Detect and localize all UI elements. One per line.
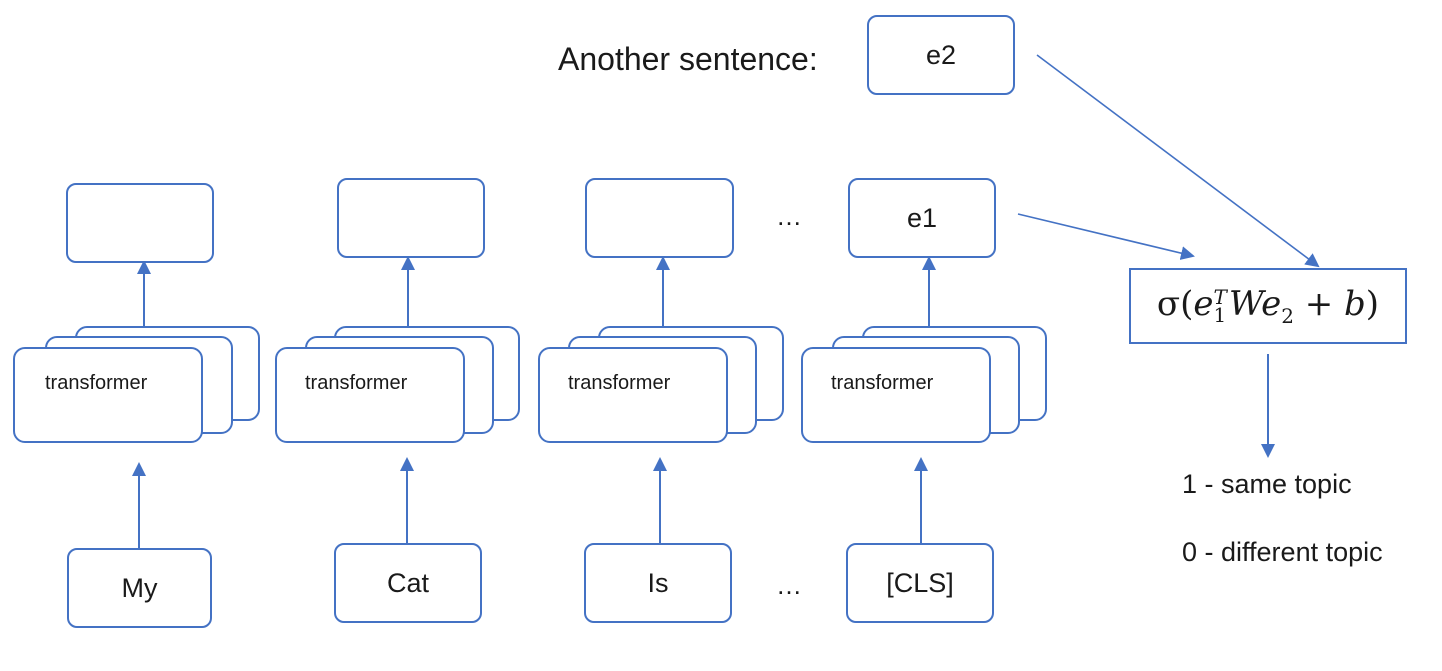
transformer-label-1: transformer [45,372,148,394]
transformer-label-2: transformer [305,372,408,394]
transformer-block-2: transformer [275,347,465,443]
ellipsis-top: … [776,201,802,231]
word-label-cls: [CLS] [886,567,954,598]
outcome-same-topic: 1 - same topic [1182,469,1352,499]
formula-close: ) [1365,284,1380,325]
formula-sub2: 2 [1281,303,1294,328]
embedding-label-e1: e1 [906,202,938,233]
formula-e1: e [1193,284,1214,325]
word-box-my: My [67,548,212,628]
outcome-different-topic: 0 - different topic [1182,537,1383,567]
output-box-2 [337,178,485,258]
word-label-my: My [121,572,158,603]
formula-w: W [1228,284,1262,325]
ellipsis-bottom: … [776,570,802,600]
transformer-label-4: transformer [831,372,934,394]
another-sentence-label: Another sentence: [558,41,818,77]
word-box-cat: Cat [334,543,482,623]
transformer-block-1: transformer [13,347,203,443]
transformer-block-3: transformer [538,347,728,443]
word-label-cat: Cat [386,567,430,598]
word-box-cls: [CLS] [846,543,994,623]
transformer-label-3: transformer [568,372,671,394]
output-box-1 [66,183,214,263]
formula-e2: e [1261,284,1282,325]
transformer-block-4: transformer [801,347,991,443]
formula-sub1: 1 [1213,303,1227,328]
formula-plus: + [1293,284,1345,325]
formula-sigma: σ( [1156,284,1194,325]
word-box-is: Is [584,543,732,623]
formula-transpose: T [1213,285,1227,310]
arrow-e2-to-formula [1036,54,1320,268]
embedding-label-e2: e2 [925,39,957,70]
embedding-box-e2: e2 [867,15,1015,95]
formula-b: b [1344,284,1366,325]
arrow-e1-to-formula [1017,213,1195,261]
output-box-3 [585,178,734,258]
embedding-box-e1: e1 [848,178,996,258]
word-label-is: Is [647,567,669,598]
